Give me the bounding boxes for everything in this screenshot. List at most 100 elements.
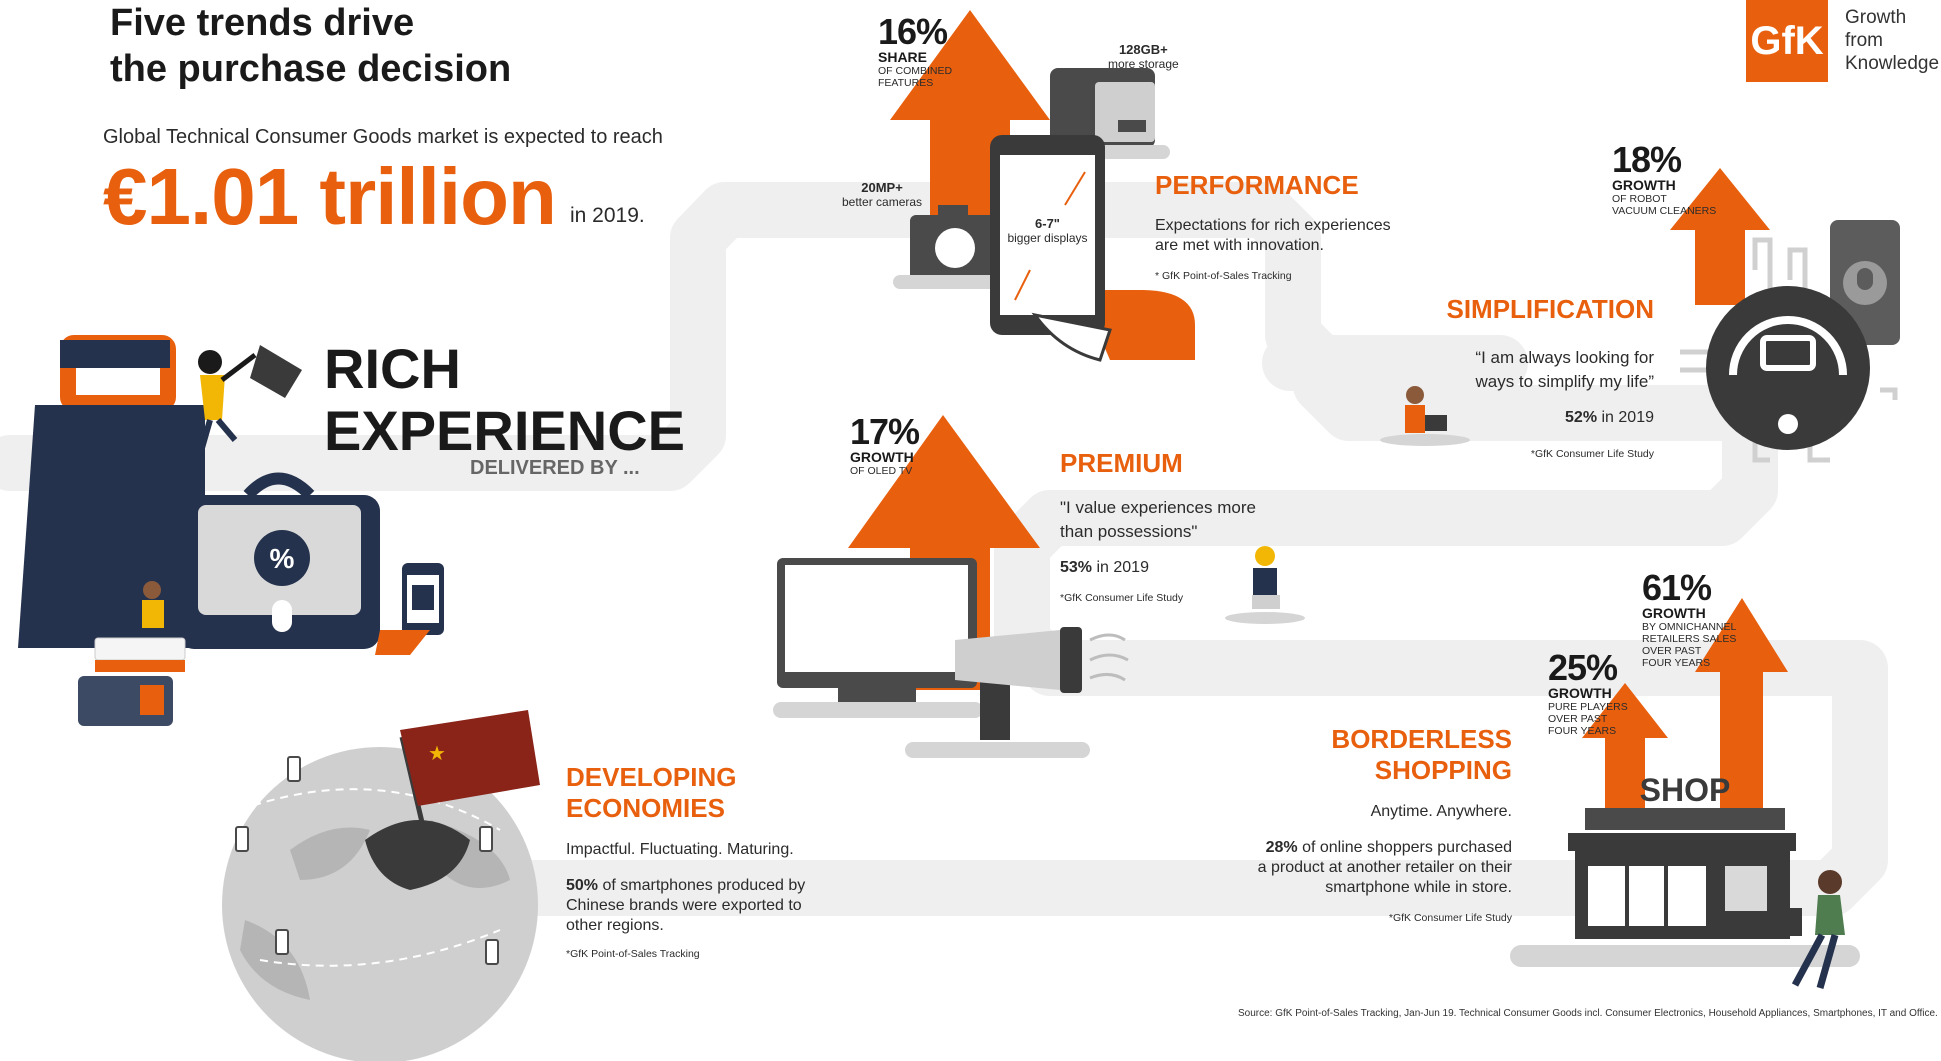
shop-building-icon — [1510, 808, 1860, 967]
stat-sub: OVER PAST — [1548, 713, 1608, 725]
stat-sub: FOUR YEARS — [1548, 725, 1617, 737]
logo-tagline: Growth from Knowledge — [1845, 6, 1939, 75]
stat-sub: RETAILERS SALES — [1642, 633, 1737, 645]
phone-bag-icon — [375, 563, 444, 655]
simplification-pct: 52% in 2019 — [1454, 408, 1654, 428]
stat-number: 17% — [850, 411, 920, 452]
body-line: Expectations for rich experiences — [1155, 217, 1391, 234]
body-line: smartphone while in store. — [1325, 879, 1512, 896]
globe-icon — [222, 747, 538, 1061]
camera-text: better cameras — [842, 195, 923, 209]
simplification-heading: SIMPLIFICATION — [1446, 294, 1654, 324]
display-feature: 6-7" bigger displays — [1000, 216, 1095, 245]
camera-value: 20MP+ — [861, 180, 903, 195]
market-value: €1.01 trillion — [103, 152, 557, 241]
simplification-note: *GfK Consumer Life Study — [1530, 448, 1654, 460]
stat-sub: OF OLED TV — [850, 465, 913, 477]
body-line: are met with innovation. — [1155, 237, 1324, 254]
shop-sign: SHOP — [1639, 772, 1731, 808]
stat-sub: FOUR YEARS — [1642, 657, 1711, 669]
woman-figure-icon — [197, 345, 302, 456]
quote-line: "I value experiences more — [1060, 498, 1256, 517]
tagline-line-3: Knowledge — [1845, 53, 1940, 74]
stat-sub: BY OMNICHANNEL — [1642, 621, 1737, 633]
rich-line-2: EXPERIENCE — [324, 399, 685, 462]
quote-line: than possessions" — [1060, 522, 1198, 541]
heading-line: BORDERLESS — [1331, 724, 1512, 754]
growth-arrow-61 — [1695, 598, 1788, 808]
woman-phone-icon — [1780, 870, 1845, 989]
heading-line: SHOPPING — [1374, 755, 1512, 785]
stat-label: GROWTH — [1612, 177, 1676, 193]
developing-tagline: Impactful. Fluctuating. Maturing. — [566, 841, 794, 858]
china-flag-icon: ★ — [399, 710, 540, 866]
performance-heading: PERFORMANCE — [1155, 170, 1359, 200]
briefcase-icon: % — [178, 472, 380, 649]
tagline-line-2: from — [1845, 30, 1883, 51]
gfk-logo: GfK — [1746, 0, 1828, 82]
simplification-stat: 18% GROWTH OF ROBOT VACUUM CLEANERS — [1612, 139, 1717, 218]
rich-line-1: RICH — [324, 337, 461, 400]
title-line-2: the purchase decision — [110, 48, 512, 90]
camera-icon — [893, 205, 1033, 289]
developing-heading: DEVELOPING ECONOMIES — [566, 762, 736, 824]
stat-label: GROWTH — [1642, 605, 1706, 621]
pct-text: in 2019 — [1601, 409, 1655, 426]
svg-text:★: ★ — [428, 741, 446, 765]
growth-arrow-25 — [1582, 683, 1668, 808]
stat-sub: OF ROBOT — [1612, 193, 1667, 205]
shopping-bag-icon — [18, 335, 205, 648]
premium-note: *GfK Consumer Life Study — [1060, 592, 1184, 604]
market-year: in 2019. — [570, 204, 645, 227]
developing-body: 50% of smartphones produced by Chinese b… — [566, 876, 805, 936]
stat-number: 18% — [1612, 139, 1682, 180]
display-text: bigger displays — [1007, 231, 1088, 245]
stat-number: 61% — [1642, 567, 1712, 608]
body-line: 50% of smartphones produced by — [566, 876, 805, 896]
stat-label: SHARE — [878, 49, 928, 65]
source-footnote: Source: GfK Point-of-Sales Tracking, Jan… — [1238, 1008, 1938, 1019]
pct-value: 52% — [1565, 409, 1598, 426]
borderless-heading: BORDERLESS SHOPPING — [1300, 724, 1512, 786]
rich-experience-heading: RICH EXPERIENCE — [324, 338, 685, 462]
pure-player-stat: 25% GROWTH PURE PLAYERS OVER PAST FOUR Y… — [1548, 647, 1628, 738]
stat-sub: VACUUM CLEANERS — [1612, 205, 1717, 217]
body-line: other regions. — [566, 917, 664, 934]
tagline-line-1: Growth — [1845, 7, 1907, 28]
simplification-arrow — [1670, 168, 1770, 305]
stat-number: 25% — [1548, 647, 1618, 688]
stat-label: GROWTH — [1548, 685, 1612, 701]
storage-text: more storage — [1108, 57, 1179, 71]
stat-sub: FEATURES — [878, 77, 934, 89]
title-line-1: Five trends drive — [110, 2, 415, 44]
smartphone-icon — [990, 135, 1195, 362]
premium-stat: 17% GROWTH OF OLED TV — [850, 411, 920, 478]
robot-vacuum-icon — [1706, 286, 1870, 450]
stat-sub: PURE PLAYERS — [1548, 701, 1628, 713]
developing-note: *GfK Point-of-Sales Tracking — [566, 948, 700, 960]
body-text: of online shoppers purchased — [1302, 839, 1512, 856]
simplification-quote: “I am always looking for ways to simplif… — [1400, 346, 1654, 394]
camera-feature: 20MP+ better cameras — [842, 180, 922, 209]
body-text: of smartphones produced by — [602, 877, 806, 894]
body-line: 28% of online shoppers purchased — [1200, 838, 1512, 858]
premium-pct: 53% in 2019 — [1060, 558, 1149, 578]
premium-arrow — [848, 415, 1040, 690]
omnichannel-stat: 61% GROWTH BY OMNICHANNEL RETAILERS SALE… — [1642, 567, 1737, 670]
heading-line: ECONOMIES — [566, 793, 725, 823]
stat-label: GROWTH — [850, 449, 914, 465]
page-title: Five trends drive the purchase decision — [110, 0, 511, 92]
performance-note: * GfK Point-of-Sales Tracking — [1155, 270, 1292, 282]
stat-number: 16% — [878, 11, 948, 52]
borderless-note: *GfK Consumer Life Study — [1388, 912, 1512, 924]
display-value: 6-7" — [1035, 216, 1060, 231]
borderless-body: 28% of online shoppers purchased a produ… — [1200, 838, 1512, 898]
storage-value: 128GB+ — [1118, 42, 1168, 57]
quote-line: “I am always looking for — [1475, 348, 1654, 367]
borderless-tagline: Anytime. Anywhere. — [1370, 803, 1512, 820]
premium-heading: PREMIUM — [1060, 448, 1183, 478]
person-meditating-icon — [1225, 546, 1305, 624]
body-line: a product at another retailer on their — [1257, 859, 1512, 876]
man-laptop-icon — [78, 581, 186, 726]
